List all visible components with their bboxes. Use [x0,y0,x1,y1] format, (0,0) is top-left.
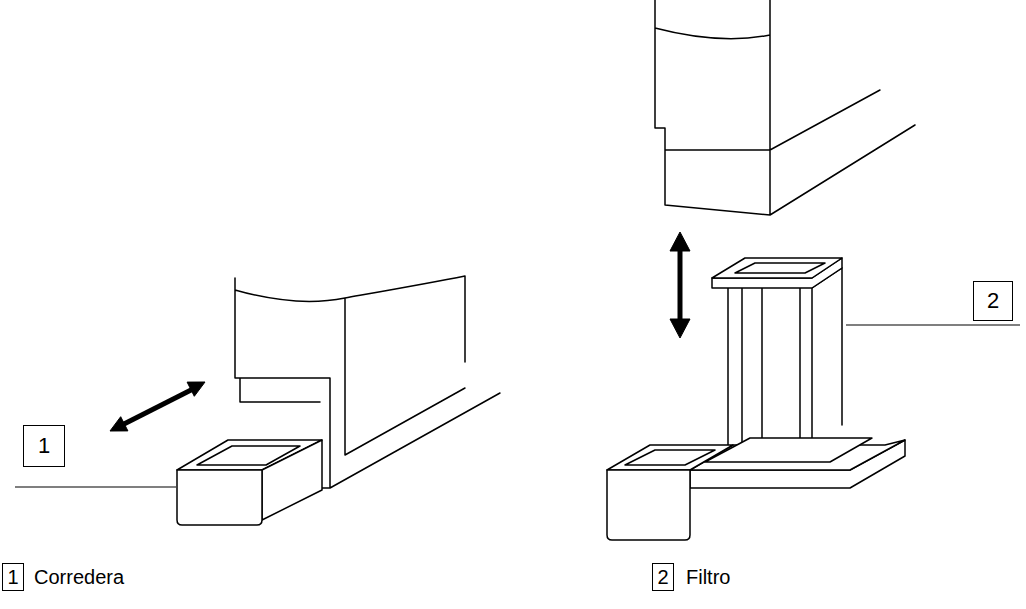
filter-columns [728,268,842,445]
part-name: Corredera [34,563,124,591]
callout-number: 1 [7,567,18,587]
slide-window [197,446,300,465]
callout-box: 2 [973,281,1013,321]
arrow-head [110,417,128,431]
filter-slot [735,263,825,273]
slide-front [607,470,690,540]
callout-number: 2 [657,567,668,587]
arrow-head [670,319,690,338]
arrow-head [187,382,205,396]
slide-top [607,445,733,470]
filter-rim-side [712,258,842,288]
arrow-head [670,232,690,251]
callout-box: 2 [652,563,674,591]
motion-arrow [122,389,193,425]
leader-line [15,486,176,487]
part-name: Filtro [686,563,730,591]
motion-arrow [678,248,683,322]
filter-rim-top [712,258,842,278]
leader-line [846,324,1020,325]
housing-outline [655,0,915,215]
filter-frame [705,438,872,462]
callout-box: 1 [23,425,65,467]
slide-window [625,450,715,465]
callout-box: 1 [2,563,24,591]
callout-number: 2 [987,290,999,312]
slide-front [177,470,262,525]
callout-number: 1 [38,435,50,457]
